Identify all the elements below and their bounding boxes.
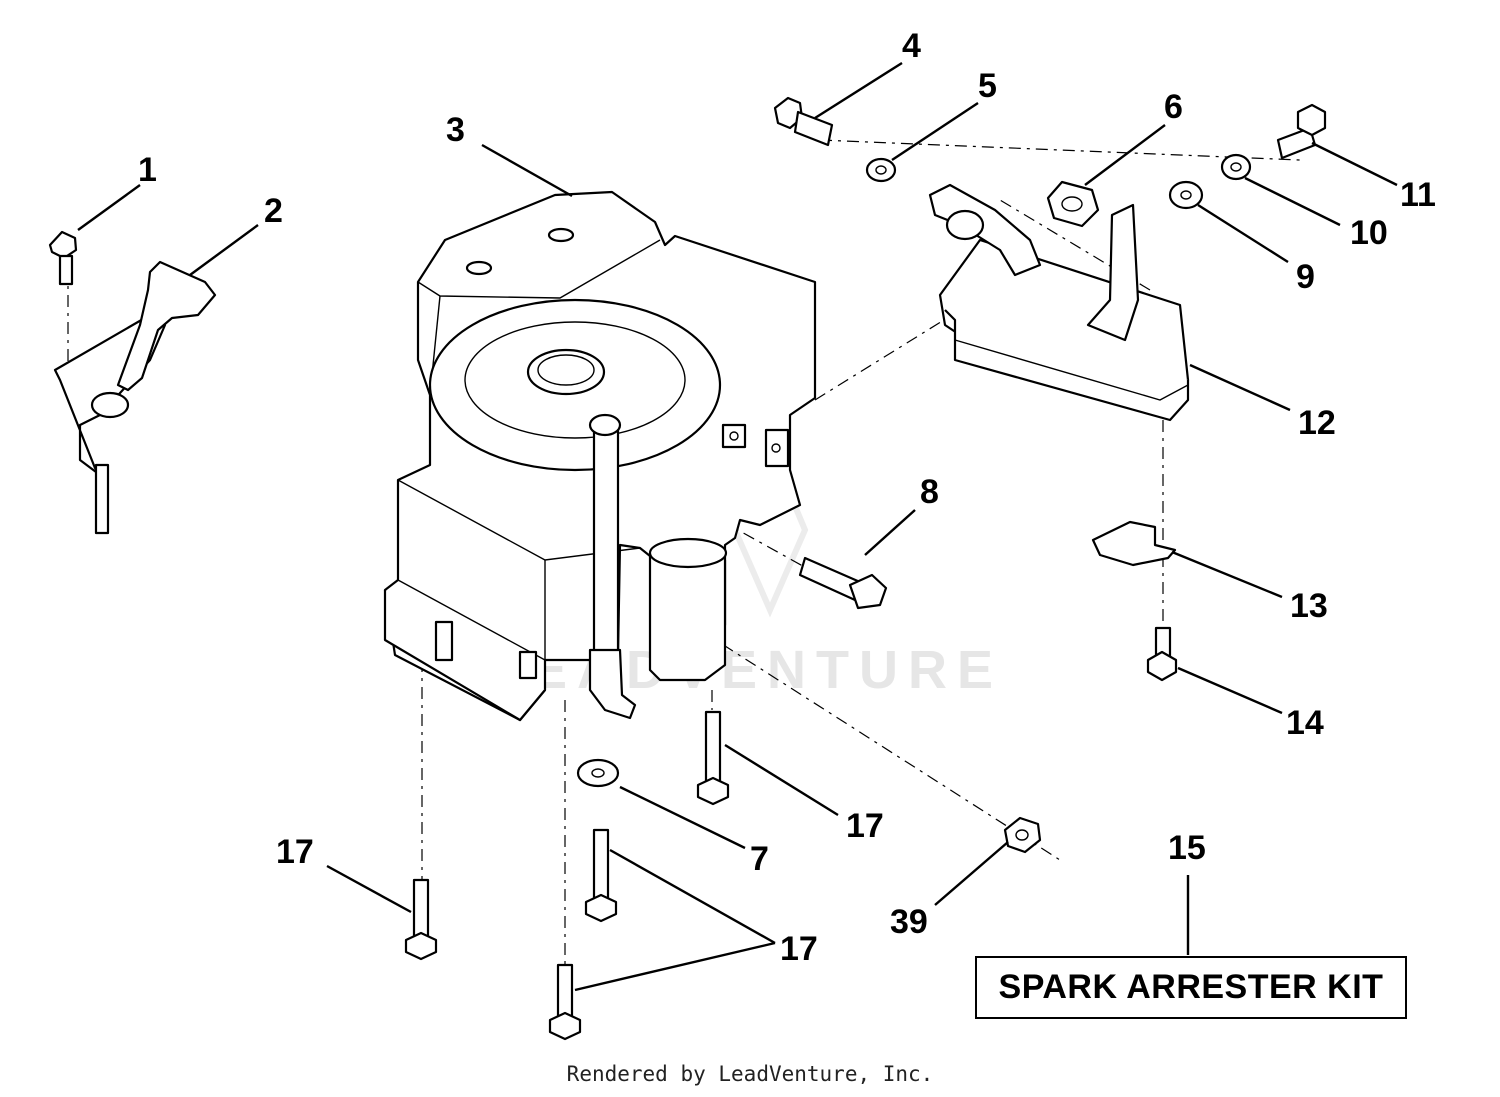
callout-17-bottom: 17	[780, 930, 818, 968]
callout-5: 5	[978, 67, 997, 105]
engine-drawing	[383, 190, 817, 722]
spark-arrester-kit-label: SPARK ARRESTER KIT	[998, 968, 1384, 1006]
callout-labels: 1 2 3 4 5 6 7 8 9 10 11 12 13 14 15 17 1…	[138, 27, 1436, 968]
hardware-drawing	[404, 96, 1327, 1041]
callout-1: 1	[138, 151, 157, 189]
callout-13: 13	[1290, 587, 1328, 625]
callout-17-right: 17	[846, 807, 884, 845]
spark-arrester-kit-box: SPARK ARRESTER KIT	[975, 956, 1407, 1019]
callout-7: 7	[750, 840, 769, 878]
callout-15: 15	[1168, 829, 1206, 867]
callout-2: 2	[264, 192, 283, 230]
footer-credit: Rendered by LeadVenture, Inc.	[566, 1062, 934, 1086]
leader-lines	[77, 61, 1398, 992]
callout-9: 9	[1296, 258, 1315, 296]
callout-12: 12	[1298, 404, 1336, 442]
callout-11: 11	[1400, 176, 1436, 214]
throttle-control-drawing	[48, 230, 217, 535]
callout-14: 14	[1286, 704, 1324, 742]
muffler-drawing	[928, 180, 1190, 422]
callout-10: 10	[1350, 214, 1388, 252]
callout-3: 3	[446, 111, 465, 149]
callout-39: 39	[890, 903, 928, 941]
callout-6: 6	[1164, 88, 1183, 126]
callout-17-left: 17	[276, 833, 314, 871]
callout-8: 8	[920, 473, 939, 511]
callout-4: 4	[902, 27, 921, 65]
